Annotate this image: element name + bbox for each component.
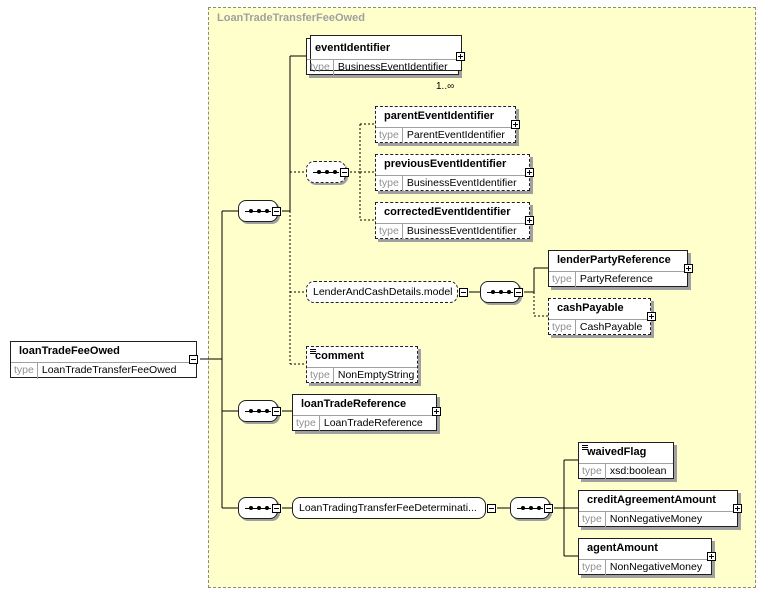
type-key: type <box>376 176 403 192</box>
simple-content-icon <box>310 349 316 355</box>
collapse-icon[interactable] <box>487 504 496 513</box>
collapse-icon[interactable] <box>544 504 553 513</box>
expand-icon[interactable] <box>684 264 693 273</box>
sequence-compositor[interactable] <box>238 497 278 519</box>
element-name: eventIdentifier <box>315 42 391 54</box>
collapse-icon[interactable] <box>272 407 281 416</box>
simple-content-icon <box>582 445 588 451</box>
element-name: correctedEventIdentifier <box>384 206 511 218</box>
type-value: BusinessEventIdentifier <box>337 61 448 73</box>
group-LenderAndCashDetails[interactable]: LenderAndCashDetails.model <box>306 281 458 303</box>
sequence-compositor[interactable] <box>238 400 278 422</box>
element-name: cashPayable <box>557 302 624 314</box>
type-key: type <box>376 224 403 240</box>
element-name: previousEventIdentifier <box>384 158 507 170</box>
type-key: type <box>579 560 606 576</box>
collapse-icon[interactable] <box>459 288 468 297</box>
type-value: NonEmptyString <box>337 369 415 381</box>
collapse-icon[interactable] <box>272 207 281 216</box>
type-value: NonNegativeMoney <box>609 513 703 525</box>
type-value: PartyReference <box>579 273 653 285</box>
element-name: comment <box>315 350 364 362</box>
collapse-icon[interactable] <box>514 288 523 297</box>
collapse-icon[interactable] <box>340 168 349 177</box>
type-key: type <box>579 512 606 528</box>
occurrence-label: 1..∞ <box>436 81 455 92</box>
group-LoanTradingTransferFeeDetermination[interactable]: LoanTradingTransferFeeDeterminati... <box>292 497 486 519</box>
element-name: agentAmount <box>587 542 658 554</box>
type-key: type <box>549 272 576 288</box>
collapse-icon[interactable] <box>272 504 281 513</box>
frame-title: LoanTradeTransferFeeOwed <box>217 12 365 24</box>
type-value: CashPayable <box>579 321 643 333</box>
type-value: BusinessEventIdentifier <box>406 177 517 189</box>
type-value: xsd:boolean <box>609 465 667 477</box>
type-key: type <box>11 363 38 379</box>
type-value: ParentEventIdentifier <box>406 129 505 141</box>
expand-icon[interactable] <box>733 504 742 513</box>
expand-icon[interactable] <box>525 168 534 177</box>
type-key: type <box>376 128 403 144</box>
type-key: type <box>307 60 334 76</box>
type-key: type <box>307 368 334 384</box>
type-value: LoanTradeTransferFeeOwed <box>41 364 177 376</box>
expand-icon[interactable] <box>432 407 441 416</box>
element-name: loanTradeFeeOwed <box>19 345 120 357</box>
type-key: type <box>549 320 576 336</box>
type-value: BusinessEventIdentifier <box>406 225 517 237</box>
element-name: lenderPartyReference <box>557 254 671 266</box>
collapse-icon[interactable] <box>189 355 198 364</box>
type-key: type <box>293 416 320 432</box>
expand-icon[interactable] <box>525 216 534 225</box>
element-name: creditAgreementAmount <box>587 494 716 506</box>
type-value: LoanTradeReference <box>323 417 423 429</box>
expand-icon[interactable] <box>647 312 656 321</box>
element-name: parentEventIdentifier <box>384 110 495 122</box>
element-name: loanTradeReference <box>301 398 407 410</box>
expand-icon[interactable] <box>456 52 465 61</box>
type-key: type <box>579 464 606 480</box>
type-value: NonNegativeMoney <box>609 561 703 573</box>
element-name: waivedFlag <box>587 446 647 458</box>
expand-icon[interactable] <box>511 120 520 129</box>
expand-icon[interactable] <box>707 552 716 561</box>
